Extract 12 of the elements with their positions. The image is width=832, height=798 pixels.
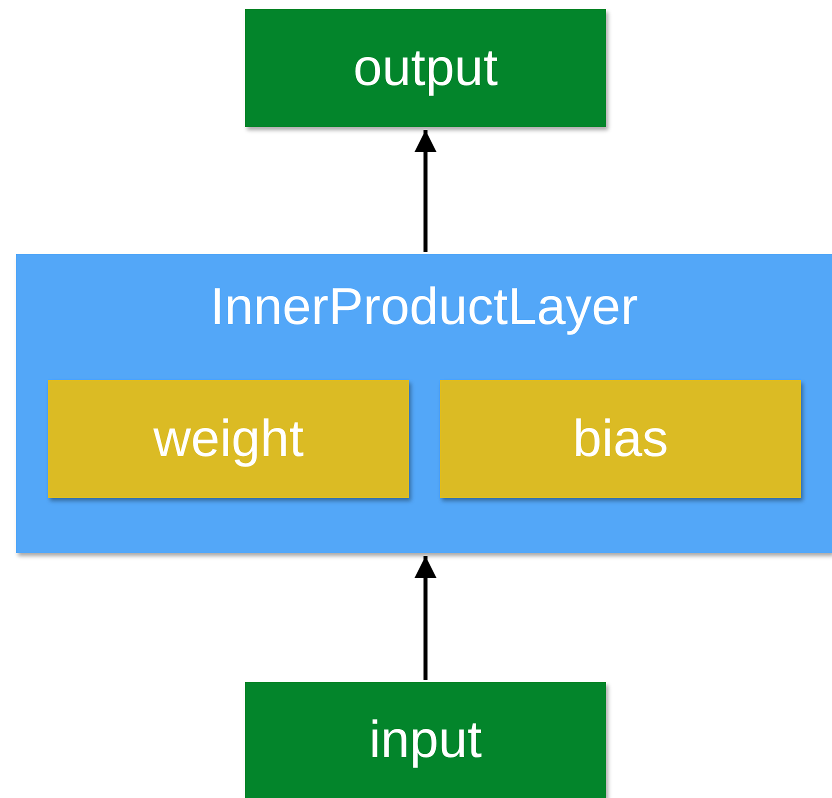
node-label: weight xyxy=(153,409,304,470)
output-box xyxy=(245,9,606,127)
node-label: bias xyxy=(572,409,668,470)
node-label: output xyxy=(353,38,498,99)
arrow xyxy=(414,130,436,252)
parameter-box xyxy=(440,380,801,498)
node-label: InnerProductLayer xyxy=(210,277,638,338)
layer-box xyxy=(16,254,832,553)
node-label: input xyxy=(369,710,482,771)
input-box xyxy=(245,682,606,798)
parameter-box xyxy=(48,380,409,498)
arrow xyxy=(414,556,436,680)
